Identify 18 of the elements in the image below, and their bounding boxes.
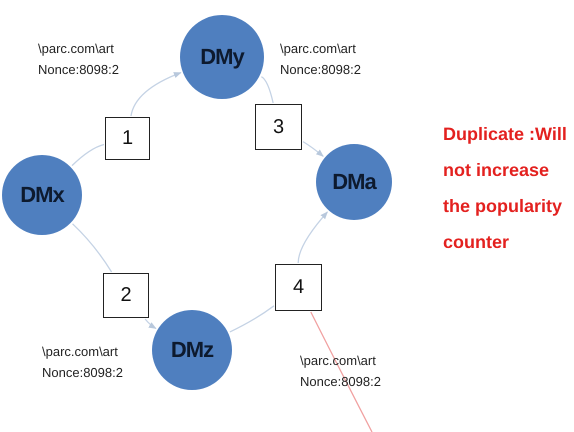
leader-line: [310, 312, 373, 432]
arrow: [130, 72, 182, 116]
step-number: 2: [103, 273, 149, 318]
arrow: [302, 141, 324, 157]
name-label: \parc.com\art Nonce:8098:2: [38, 40, 120, 79]
node-circle: DMx: [2, 155, 82, 235]
step-number: 4: [275, 264, 322, 311]
node-circle: DMz: [152, 310, 232, 390]
name-label: \parc.com\art Nonce:8098:2: [300, 352, 382, 391]
name-label: \parc.com\art Nonce:8098:2: [280, 40, 362, 79]
step-number: 3: [255, 104, 302, 150]
step-number: 1: [105, 117, 150, 160]
node-circle: DMy: [180, 15, 264, 99]
arrow: [144, 318, 157, 330]
node-circle: DMa: [316, 144, 392, 220]
arrow: [298, 211, 328, 264]
name-label: \parc.com\art Nonce:8098:2: [42, 343, 124, 382]
warning-note: Duplicate :Will not increase the popularity counter: [443, 123, 568, 254]
